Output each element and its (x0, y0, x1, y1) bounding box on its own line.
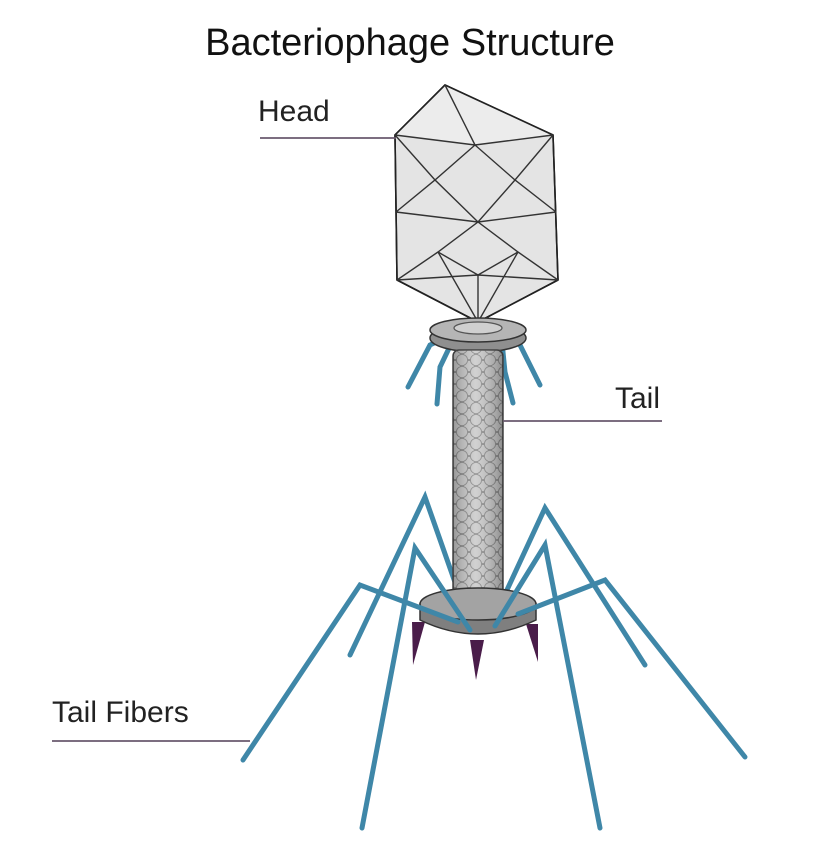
front-tail-fibers (240, 538, 748, 831)
tail-fiber (347, 490, 466, 658)
tail-spike (412, 622, 425, 665)
head-top-face-shade (395, 85, 553, 145)
tail-fiber (359, 541, 473, 831)
diagram-title: Bacteriophage Structure (205, 22, 615, 64)
base-plate (412, 587, 538, 680)
whisker (499, 339, 516, 406)
collar (429, 317, 527, 353)
tail-fiber (240, 581, 461, 763)
tail-fibers-label: Tail Fibers (52, 696, 189, 729)
tail-tube (452, 349, 504, 596)
tail-fiber (492, 538, 603, 831)
tail-fiber (497, 502, 648, 668)
tail-spike (526, 624, 538, 662)
back-tail-fibers (347, 490, 648, 668)
whisker (434, 339, 455, 407)
tail-label: Tail (615, 382, 660, 415)
head-facet-edges (394, 84, 559, 323)
head-label: Head (258, 95, 330, 128)
label-tail-fibers: Tail Fibers (52, 696, 250, 742)
capsid-head (394, 84, 559, 323)
tail-fiber (515, 576, 748, 760)
tail-spike (470, 640, 484, 680)
label-tail: Tail (503, 382, 662, 422)
label-head: Head (258, 95, 396, 139)
